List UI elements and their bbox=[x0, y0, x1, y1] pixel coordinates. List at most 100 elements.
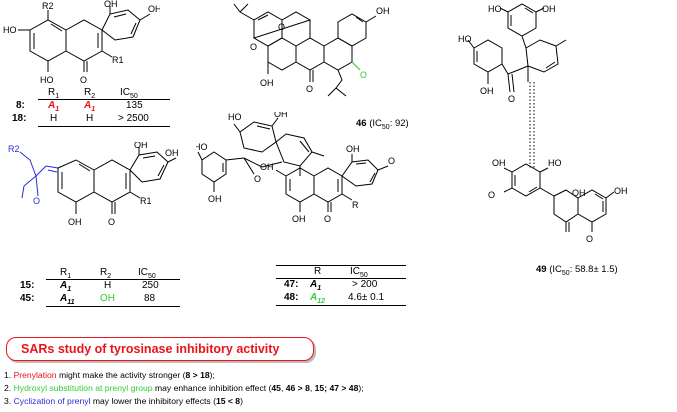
table-rule bbox=[38, 126, 170, 127]
caption-46: 46 (IC50: 92) bbox=[356, 118, 409, 131]
atom-label: O bbox=[488, 190, 495, 200]
structure-8-18: R2 HO OH OH HO O R1 bbox=[3, 0, 160, 85]
atom-label: OH bbox=[148, 4, 160, 14]
table-rule bbox=[276, 305, 406, 306]
atom-label: OH bbox=[542, 4, 556, 14]
col-ic50: IC50 bbox=[120, 87, 138, 100]
atom-label: O bbox=[278, 22, 285, 32]
atom-label: HO bbox=[3, 25, 17, 35]
table-header: R1 R2 IC50 bbox=[20, 266, 200, 280]
cell-ic50: 4.6± 0.1 bbox=[348, 292, 385, 303]
cell-r1: H bbox=[50, 113, 58, 124]
atom-label: HO bbox=[458, 34, 472, 44]
atom-label: OH bbox=[376, 6, 390, 16]
caption-49: 49 (IC50: 58.8± 1.5) bbox=[536, 264, 618, 277]
table-row: 45: A11 OH 88 bbox=[20, 292, 200, 306]
atom-label: O bbox=[324, 214, 331, 224]
cell-r2: A1 bbox=[84, 100, 96, 113]
atom-label: HO bbox=[40, 75, 54, 85]
atom-label: O bbox=[508, 94, 515, 104]
atom-label: HO bbox=[488, 4, 502, 14]
col-ic50: IC50 bbox=[350, 266, 368, 279]
atom-label: O bbox=[250, 42, 257, 52]
cell-ic50: 250 bbox=[142, 280, 159, 291]
table-row: 15: A1 H 250 bbox=[20, 279, 200, 293]
table-8-18: R1 R2 IC50 8: A1 A1 135 18: H H > 2500 bbox=[8, 86, 170, 127]
structure-15-45: R2 O OH OH R1 OH O bbox=[8, 142, 179, 227]
cell-r1: A1 bbox=[48, 100, 60, 113]
table-rule bbox=[276, 278, 406, 279]
row-id: 48: bbox=[284, 292, 299, 303]
col-r1: R1 bbox=[60, 267, 72, 280]
col-ic50: IC50 bbox=[138, 267, 156, 280]
cell-r: A1 bbox=[310, 279, 322, 292]
atom-label: OH bbox=[165, 148, 179, 158]
table-header: R IC50 bbox=[270, 265, 420, 279]
row-id: 47: bbox=[284, 279, 299, 290]
row-id: 8: bbox=[16, 100, 25, 111]
table-header: R1 R2 IC50 bbox=[8, 86, 168, 100]
col-r1: R1 bbox=[48, 87, 60, 100]
atom-label: HO bbox=[228, 112, 242, 122]
col-r2: R2 bbox=[100, 267, 112, 280]
table-rule bbox=[46, 306, 180, 307]
cell-ic50: 135 bbox=[126, 100, 143, 111]
cell-r2: H bbox=[86, 113, 94, 124]
atom-label: O bbox=[108, 217, 115, 227]
row-id: 18: bbox=[12, 113, 27, 124]
atom-label: R1 bbox=[112, 55, 124, 65]
row-id: 45: bbox=[20, 293, 35, 304]
atom-label: OH bbox=[492, 158, 506, 168]
atom-label: R2 bbox=[42, 1, 54, 11]
atom-label: R1 bbox=[140, 196, 152, 206]
sars-title: SARs study of tyrosinase inhibitory acti… bbox=[21, 342, 280, 356]
atom-label: R2 bbox=[8, 144, 20, 154]
structure-49: HO OH HO O OH OH HO O OH OH O bbox=[458, 3, 628, 244]
atom-label: OH bbox=[614, 186, 628, 196]
note-2: 2. Hydroxyl substitution at prenyl group… bbox=[4, 383, 364, 393]
cell-ic50: > 200 bbox=[352, 279, 378, 290]
atom-label: OH bbox=[68, 217, 82, 227]
atom-label: O bbox=[388, 156, 395, 166]
cell-r1: A1 bbox=[60, 280, 72, 293]
table-row: 18: H H > 2500 bbox=[8, 112, 168, 125]
atom-label: OH bbox=[480, 86, 494, 96]
col-r: R bbox=[314, 266, 322, 277]
structure-47-48: HO OH HO O OH OH OH O R OH O bbox=[196, 112, 395, 224]
atom-label: OH bbox=[292, 214, 306, 224]
table-47-48: R IC50 47: A1 > 200 48: A12 4.6± 0.1 bbox=[270, 265, 420, 306]
cell-ic50: > 2500 bbox=[118, 113, 149, 124]
atom-label: O bbox=[80, 75, 87, 85]
row-id: 15: bbox=[20, 280, 35, 291]
atom-label: OH bbox=[572, 188, 586, 198]
cell-r: A12 bbox=[310, 292, 326, 305]
atom-label: HO bbox=[548, 158, 562, 168]
structure-46: O O OH O OH O bbox=[233, 3, 390, 97]
atom-label: OH bbox=[260, 78, 274, 88]
cell-ic50: 88 bbox=[144, 293, 156, 304]
table-row: 47: A1 > 200 bbox=[270, 278, 420, 292]
atom-label: OH bbox=[274, 112, 288, 119]
table-rule bbox=[38, 99, 170, 100]
atom-label: OH bbox=[260, 162, 274, 172]
cell-r2: H bbox=[104, 280, 112, 291]
cell-r2: OH bbox=[100, 293, 115, 304]
atom-label: O bbox=[360, 70, 367, 80]
note-3: 3. Cyclization of prenyl may lower the i… bbox=[4, 396, 243, 406]
atom-label: OH bbox=[208, 194, 222, 204]
note-1: 1. Prenylation might make the activity s… bbox=[4, 370, 215, 380]
table-15-45: R1 R2 IC50 15: A1 H 250 45: A11 OH 88 bbox=[20, 266, 200, 307]
atom-label: OH bbox=[346, 144, 360, 154]
table-rule bbox=[46, 279, 180, 280]
atom-label: HO bbox=[196, 142, 208, 152]
atom-label: O bbox=[586, 234, 593, 244]
col-r2: R2 bbox=[84, 87, 96, 100]
sars-title-box: SARs study of tyrosinase inhibitory acti… bbox=[6, 337, 314, 361]
atom-label: O bbox=[254, 174, 261, 184]
table-rule bbox=[276, 265, 406, 266]
atom-label: O bbox=[306, 84, 313, 94]
atom-label: OH bbox=[134, 142, 148, 150]
table-row: 48: A12 4.6± 0.1 bbox=[270, 291, 420, 305]
atom-label: R bbox=[352, 200, 359, 210]
